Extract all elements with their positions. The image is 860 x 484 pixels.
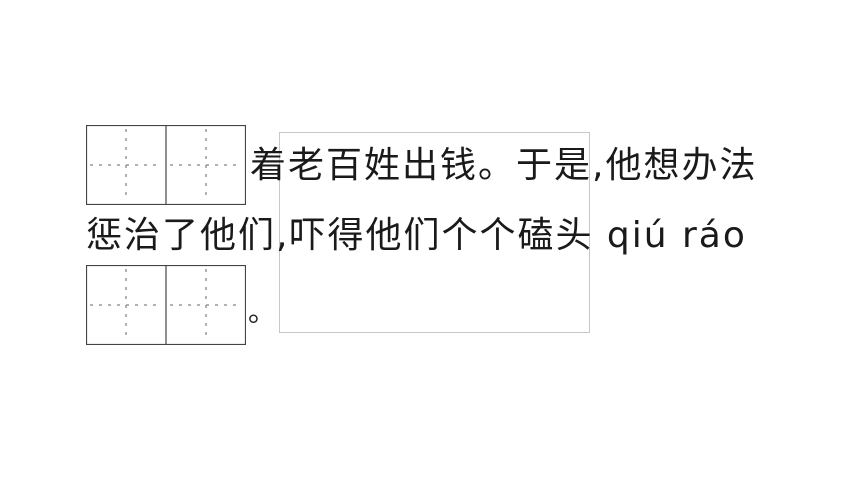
answer-grid-1[interactable] <box>86 125 246 205</box>
passage-line-2: 惩治了他们,吓得他们个个磕头 qiú ráo <box>86 215 747 256</box>
passage-line-3-period: 。 <box>248 295 279 328</box>
passage-line-1: 着老百姓出钱。于是,他想办法 <box>250 145 758 186</box>
answer-grid-2[interactable] <box>86 265 246 345</box>
selection-frame[interactable] <box>279 132 590 333</box>
